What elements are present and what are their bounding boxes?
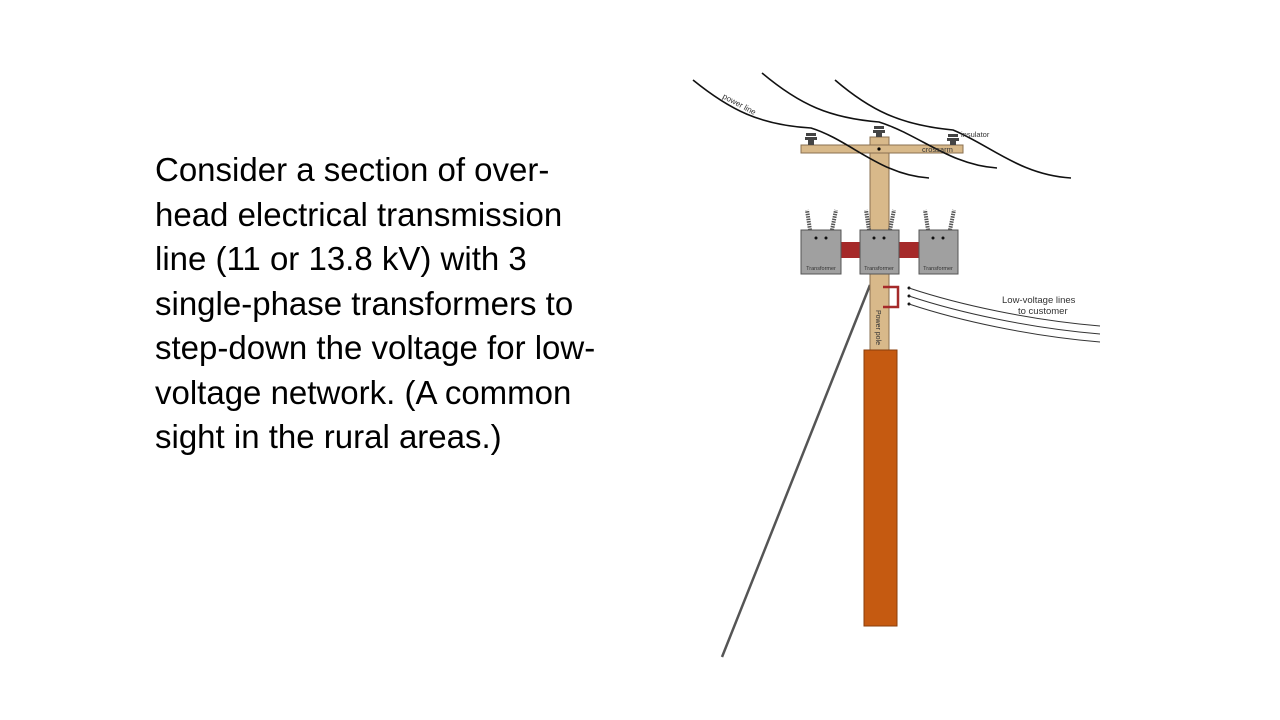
text-line: Consider a section of over- bbox=[155, 151, 550, 188]
slide-body-text: Consider a section of over- head electri… bbox=[155, 148, 595, 460]
text-line: voltage network. (A common bbox=[155, 373, 572, 411]
power-pole-label: Power pole bbox=[874, 310, 881, 345]
transformer-left: Transformer bbox=[800, 229, 842, 275]
bushing-icons bbox=[805, 209, 956, 231]
low-voltage-label: to customer bbox=[1018, 306, 1068, 317]
guy-wire bbox=[720, 284, 872, 658]
text-line: step-down the voltage for low- bbox=[155, 329, 596, 366]
transformer-label: Transformer bbox=[806, 266, 836, 272]
transformer-label: Transformer bbox=[864, 266, 894, 272]
power-lines bbox=[692, 72, 1072, 179]
text-line: line (11 or 13.8 kV) with 3 bbox=[155, 240, 527, 277]
bus-connector bbox=[899, 242, 919, 258]
insulator-icon bbox=[805, 126, 959, 145]
pole-base bbox=[863, 349, 898, 627]
transformer-center: Transformer bbox=[859, 229, 900, 275]
bus-connector bbox=[841, 242, 860, 258]
low-voltage-lines bbox=[908, 287, 1101, 343]
crossarm bbox=[800, 144, 964, 154]
secondary-bracket bbox=[883, 285, 900, 309]
insulator-label: insulator bbox=[961, 130, 990, 139]
text-line: single-phase transformers to bbox=[155, 284, 574, 322]
transformer-label: Transformer bbox=[923, 266, 953, 272]
text-line: sight in the rural areas.) bbox=[155, 418, 502, 455]
crossarm-label: crossarm bbox=[922, 145, 953, 154]
low-voltage-label: Low-voltage lines bbox=[1002, 295, 1076, 306]
transformer-right: Transformer bbox=[918, 229, 959, 275]
text-line: head electrical transmission bbox=[155, 195, 563, 233]
